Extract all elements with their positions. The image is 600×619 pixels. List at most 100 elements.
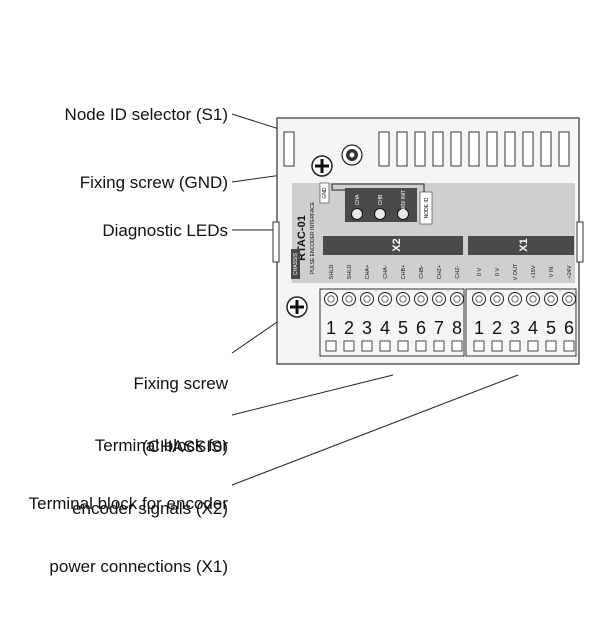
terminal-screw — [324, 292, 338, 306]
leader-x2 — [231, 374, 394, 416]
callout-terminal-x2-line2: encoder signals (X2) — [72, 499, 228, 518]
model-subtitle: PULSE ENCODER INTERFACE — [310, 201, 316, 274]
board-side-tab-right — [576, 221, 584, 263]
signal-label: CHB- — [419, 265, 425, 279]
terminal-number: 4 — [380, 318, 390, 338]
x1-header — [468, 236, 574, 255]
vent-slot — [522, 131, 534, 167]
terminal-screw-slot — [565, 295, 573, 303]
vent-slot — [540, 131, 552, 167]
board-side-tab-left — [272, 221, 280, 263]
terminal-number: 4 — [528, 318, 538, 338]
signal-label: CHA+ — [365, 265, 371, 280]
callout-fixing-gnd: Fixing screw (GND) — [79, 173, 228, 192]
signal-label: CHA- — [383, 265, 389, 279]
vent-slot — [450, 131, 462, 167]
callout-node-id: Node ID selector (S1) — [64, 105, 228, 124]
callout-fixing-chassis-line1: Fixing screw — [133, 374, 228, 393]
terminal-screw-slot — [417, 295, 425, 303]
vent-slot — [504, 131, 516, 167]
chassis-tag-label: CHASSIS — [293, 252, 299, 275]
callout-terminal-x1: Terminal block for encoder power connect… — [29, 451, 228, 619]
terminal-number: 6 — [416, 318, 426, 338]
terminal-screw-slot — [511, 295, 519, 303]
x2-label: X2 — [391, 238, 403, 251]
signal-label: CHB+ — [401, 265, 407, 280]
callout-terminal-x1-line1: Terminal block for encoder — [28, 494, 228, 513]
terminal-screw — [562, 292, 576, 306]
terminal-screw — [414, 292, 428, 306]
led-label: CHA — [355, 194, 361, 205]
signal-label: 0 V — [495, 268, 501, 277]
signal-label: +24V — [567, 265, 573, 278]
terminal-screw-slot — [453, 295, 461, 303]
x1-terminal-block — [465, 288, 577, 357]
terminal-opening — [361, 340, 373, 352]
signal-label: SHLD — [329, 265, 335, 280]
signal-label: +15V — [531, 265, 537, 278]
led-indicator — [351, 208, 363, 220]
terminal-screw — [378, 292, 392, 306]
vent-slots — [283, 131, 570, 167]
vent-slot — [283, 131, 295, 167]
terminal-opening — [433, 340, 445, 352]
terminal-opening — [527, 340, 539, 352]
callout-terminal-x1-line2: power connections (X1) — [49, 557, 228, 576]
gnd-tag-label: GND — [322, 187, 328, 199]
terminal-screw — [490, 292, 504, 306]
callout-terminal-x2: Terminal block for encoder signals (X2) — [72, 393, 228, 561]
terminal-number: 2 — [344, 318, 354, 338]
terminal-screw-slot — [529, 295, 537, 303]
terminal-screw — [360, 292, 374, 306]
signal-label: CHZ- — [455, 265, 461, 278]
terminal-opening — [325, 340, 337, 352]
terminal-number: 5 — [398, 318, 408, 338]
terminal-screw-slot — [327, 295, 335, 303]
callout-terminal-x2-line1: Terminal block for — [94, 436, 228, 455]
terminal-screw — [526, 292, 540, 306]
vent-slot — [468, 131, 480, 167]
electronics-panel — [292, 183, 575, 283]
chassis-tag-box — [291, 249, 300, 279]
terminal-screw — [396, 292, 410, 306]
terminal-screw — [472, 292, 486, 306]
terminal-screw-slot — [435, 295, 443, 303]
terminal-number: 2 — [492, 318, 502, 338]
vent-slot — [432, 131, 444, 167]
terminal-screw-slot — [363, 295, 371, 303]
terminal-number: 7 — [434, 318, 444, 338]
terminal-number: 8 — [452, 318, 462, 338]
callout-fixing-chassis: Fixing screw (CHASSIS) — [134, 331, 228, 499]
terminal-number: 5 — [546, 318, 556, 338]
fixing-screw-gnd — [311, 155, 333, 177]
terminal-screw-slot — [399, 295, 407, 303]
node-id-trace — [331, 183, 425, 192]
terminal-screw-slot — [547, 295, 555, 303]
terminal-screw — [342, 292, 356, 306]
vent-slot — [414, 131, 426, 167]
terminal-screw-slot — [493, 295, 501, 303]
x1-label: X1 — [518, 238, 530, 251]
gnd-tag-box — [319, 182, 330, 204]
fixing-screw-chassis — [286, 296, 308, 318]
x2-header — [323, 236, 463, 255]
terminal-opening — [415, 340, 427, 352]
terminal-number: 3 — [362, 318, 372, 338]
signal-label: V OUT — [513, 263, 519, 280]
callout-fixing-chassis-line2: (CHASSIS) — [142, 437, 228, 456]
vent-slot — [558, 131, 570, 167]
terminal-screw-slot — [381, 295, 389, 303]
led-label: CHB — [378, 194, 384, 205]
terminal-screw — [508, 292, 522, 306]
leader-x1 — [231, 374, 519, 486]
terminal-opening — [509, 340, 521, 352]
vent-slot — [378, 131, 390, 167]
terminal-opening — [563, 340, 575, 352]
vent-slot — [396, 131, 408, 167]
